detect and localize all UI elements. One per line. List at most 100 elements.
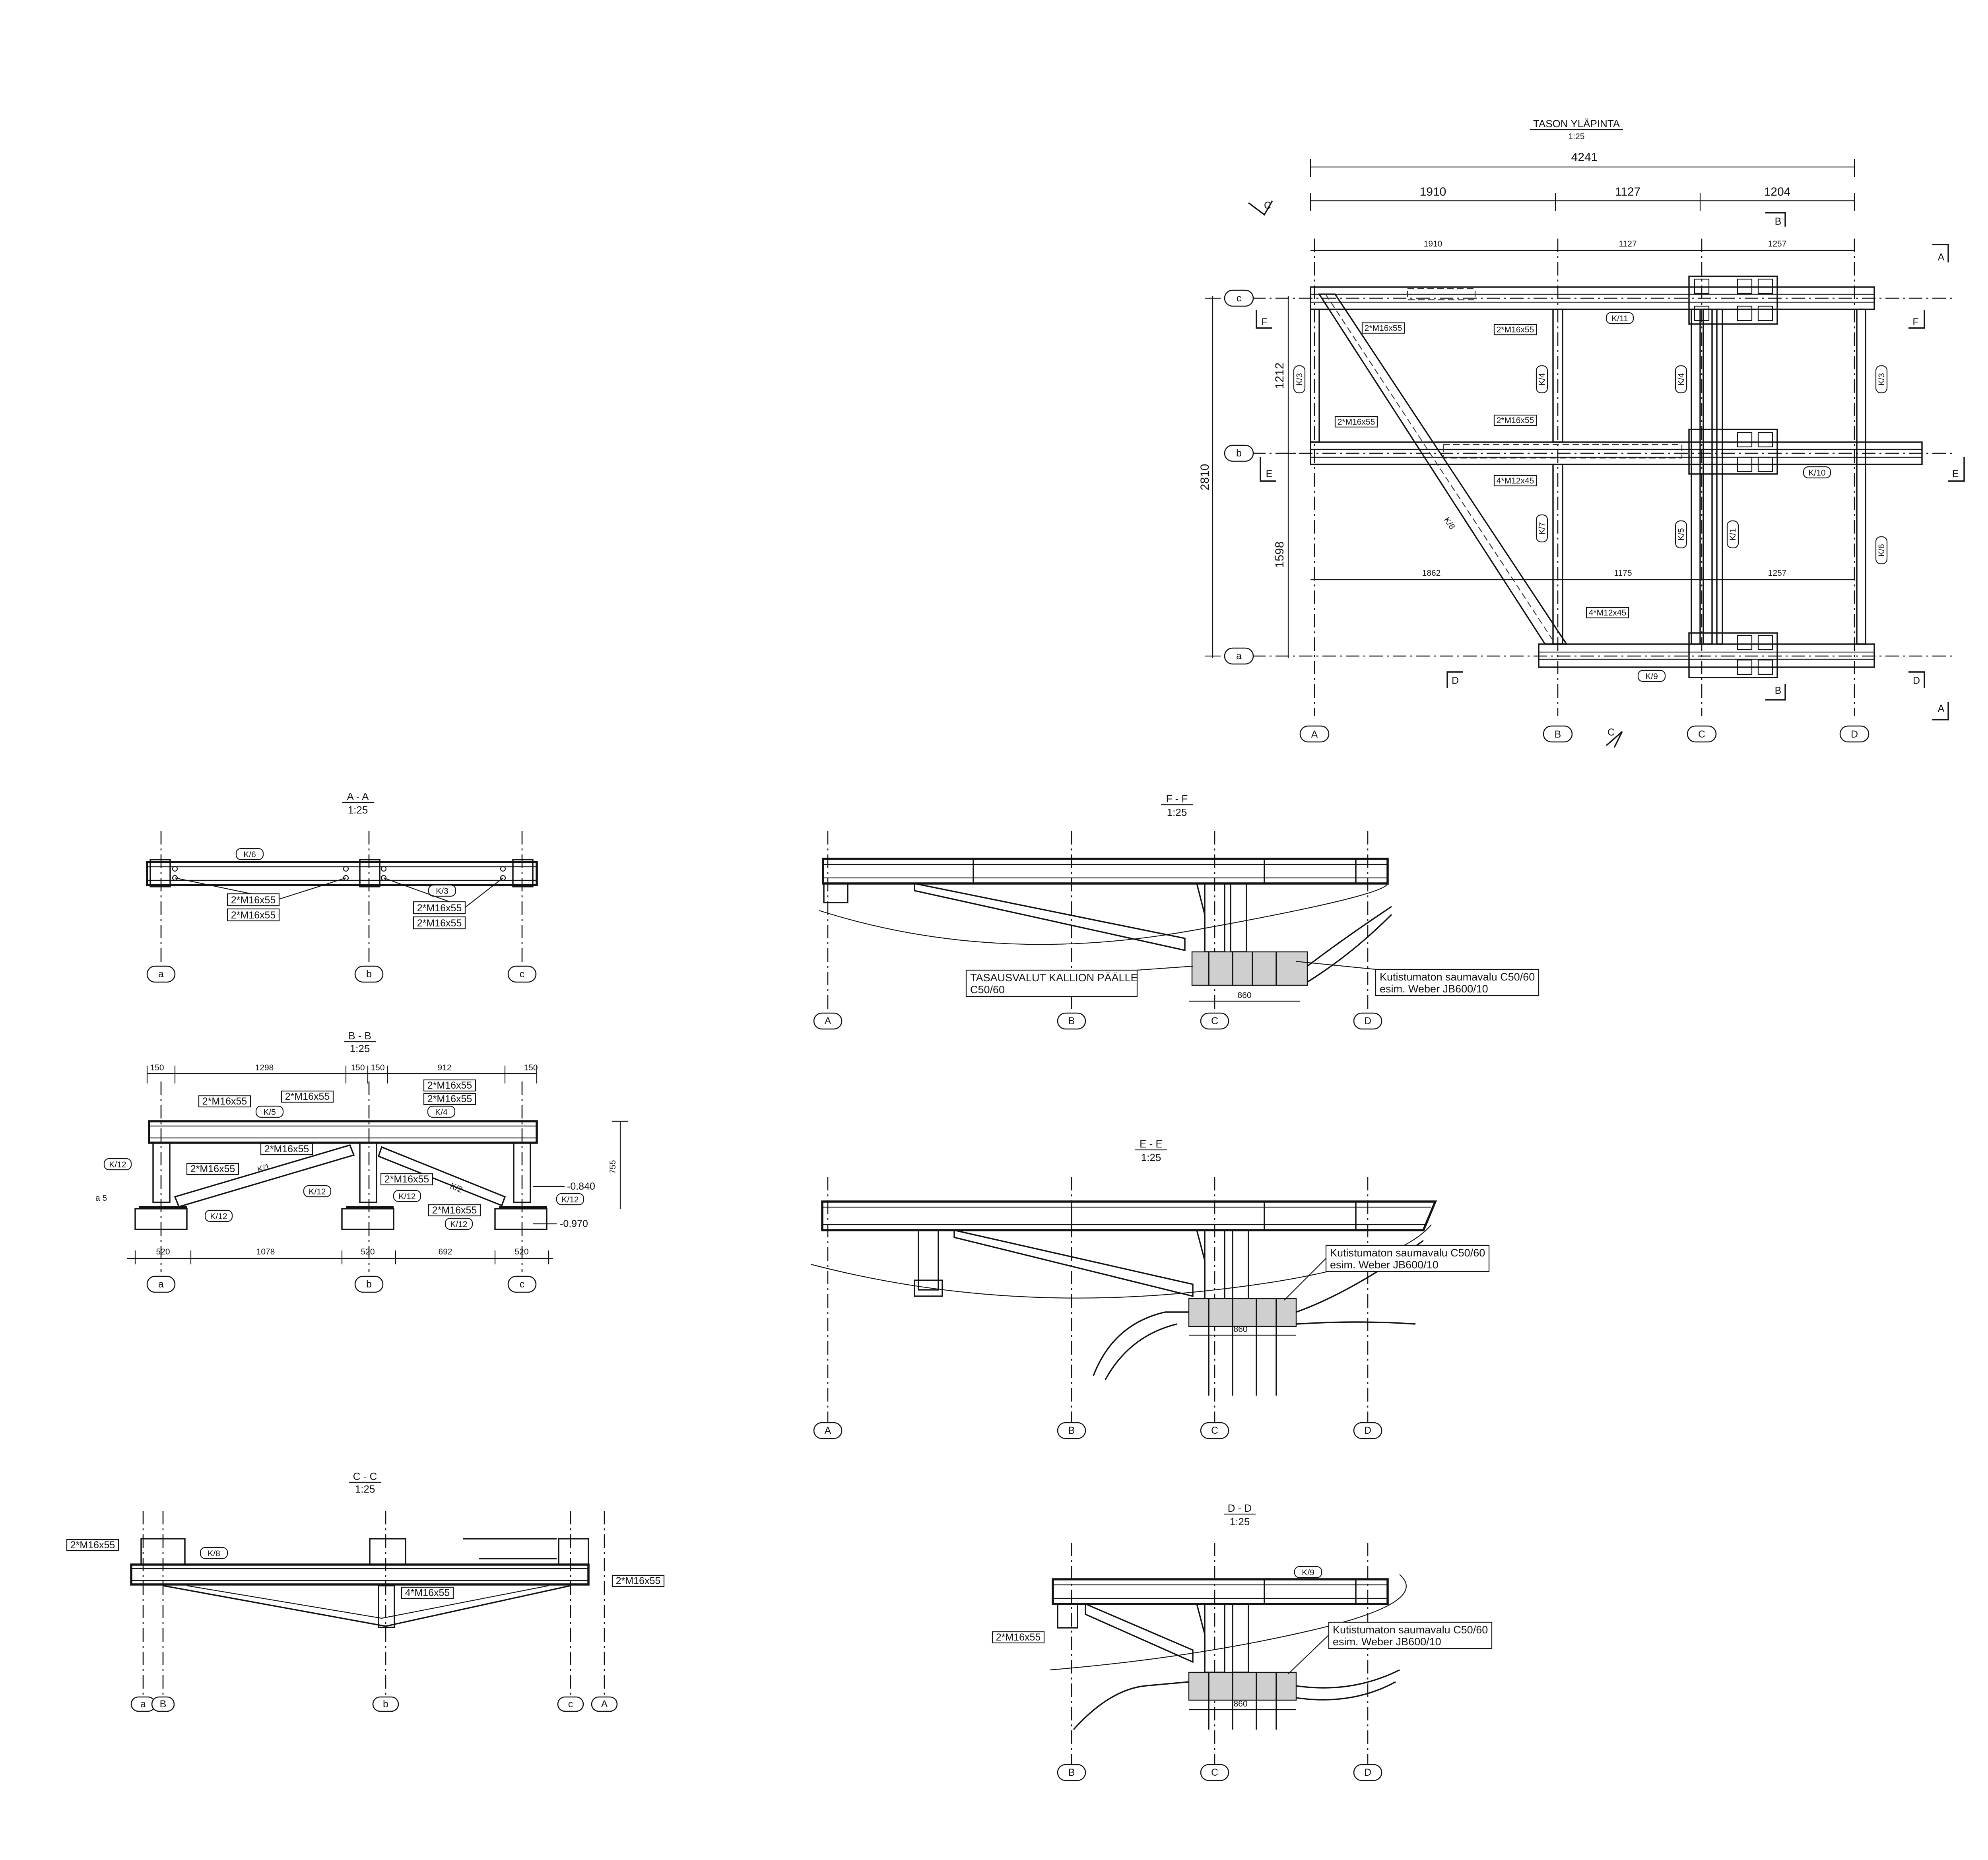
bb-dim-bottom-5: 520 (514, 1247, 528, 1256)
tag-k11: K/11 (1611, 314, 1628, 323)
bb-bolt-note-8: 2*M16x55 (432, 1205, 477, 1216)
bb-bolt-note-4: 2*M16x55 (427, 1093, 472, 1105)
ff-dim: 860 (1237, 991, 1251, 1000)
cc-bolt-note-1: 2*M16x55 (70, 1540, 115, 1551)
section-mark-B-bottom: B (1775, 685, 1782, 696)
plan-bolt-plates (1688, 276, 1778, 678)
ee-grid-A: A (825, 1425, 831, 1436)
bb-dim-bottom-1: 520 (156, 1247, 170, 1256)
section-mark-A-bottom: A (1938, 703, 1945, 714)
dd-note-1: Kutistumaton saumavalu C50/60 (1333, 1624, 1488, 1636)
bb-tag-k4: K/4 (435, 1108, 448, 1117)
aa-grid-c: c (520, 969, 525, 980)
section-mark-C-bottom: C (1607, 727, 1615, 738)
plan-dim-vertical-total: 2810 (1198, 464, 1211, 491)
bb-dim-top-3: 150 (351, 1063, 365, 1072)
section-ff-title: F - F (1166, 793, 1188, 805)
bb-dim-top-1: 150 (150, 1063, 164, 1072)
cc-bolt-note-3: 2*M16x55 (616, 1575, 661, 1586)
cc-grid-b: b (383, 1699, 388, 1710)
section-mark-F-right: F (1912, 316, 1918, 328)
bb-bolt-note-3: 2*M16x55 (427, 1080, 472, 1091)
plan-inner-dim-1: 1910 (1424, 239, 1442, 249)
section-aa-title: A - A (347, 790, 369, 802)
section-dd: D - D 1:25 860 K/9 2*M16x55 Kutistumaton… (992, 1502, 1493, 1781)
section-ee-title: E - E (1140, 1138, 1163, 1150)
plan-bolt-note-3: 2*M16x55 (1338, 417, 1375, 427)
bb-dim-height: 755 (608, 1160, 617, 1174)
bb-bolt-note-7: 2*M16x55 (384, 1174, 429, 1185)
bb-grid-a: a (158, 1279, 164, 1290)
bb-weld-note: a 5 (95, 1194, 107, 1203)
bb-bolt-note-2: 2*M16x55 (285, 1091, 330, 1102)
section-aa: A - A 1:25 K/6 K/3 2*M16x55 2*M16x55 2*M… (146, 790, 538, 983)
section-mark-D-left: D (1452, 675, 1459, 686)
section-mark-F-left: F (1261, 316, 1267, 328)
section-cc-scale: 1:25 (355, 1483, 375, 1495)
bb-tag-k12-4: K/12 (398, 1192, 415, 1201)
cc-grid-A: A (601, 1699, 608, 1710)
bb-tag-k2: K/2 (449, 1181, 464, 1194)
section-bb: B - B 1:25 150 1298 150 150 912 150 755 … (95, 1030, 628, 1293)
tag-k8: K/8 (1442, 516, 1457, 531)
plan-inner-dim-2: 1127 (1619, 239, 1637, 249)
dd-tag-k9: K/9 (1302, 1568, 1314, 1577)
plan-dim-total: 4241 (1571, 151, 1598, 164)
section-cc: C - C 1:25 K/8 2*M16x55 4*M16x55 2*M16x5… (66, 1470, 665, 1712)
dd-grid-C: C (1211, 1767, 1218, 1778)
tag-k4-b: K/4 (1538, 373, 1547, 386)
plan-dim-1: 1910 (1420, 185, 1446, 198)
section-cc-title: C - C (353, 1470, 377, 1482)
bb-tag-k5: K/5 (263, 1108, 276, 1117)
plan-grid-c: c (1237, 293, 1242, 304)
ff-note-right-2: esim. Weber JB600/10 (1380, 983, 1488, 995)
aa-grid-b: b (366, 969, 372, 980)
aa-bolt-note-3: 2*M16x55 (417, 903, 462, 914)
cc-grid-B: B (160, 1699, 167, 1710)
cc-grid-a: a (140, 1699, 146, 1710)
tag-k6: K/6 (1877, 544, 1886, 557)
aa-tag-k3: K/3 (436, 887, 448, 896)
dd-bolt-note: 2*M16x55 (996, 1632, 1041, 1643)
plan-bolt-notes: 2*M16x55 2*M16x55 2*M16x55 2*M16x55 4*M1… (1334, 322, 1629, 619)
section-ee: E - E 1:25 860 Kutistumaton saumavalu C5… (811, 1138, 1490, 1439)
aa-tag-k6: K/6 (243, 850, 256, 859)
plan-grid-a: a (1236, 650, 1242, 662)
plan-scale: 1:25 (1569, 132, 1585, 141)
section-ff-scale: 1:25 (1167, 806, 1187, 818)
bb-dim-top-4: 150 (371, 1063, 384, 1072)
ee-grid-C: C (1211, 1425, 1218, 1436)
plan-member-tags: K/11 K/10 K/9 K/3 K/4 K/4 K/3 K/7 K/5 K/… (1293, 312, 1888, 682)
plan-bolt-note-2: 2*M16x55 (1497, 325, 1534, 334)
ee-grid-B: B (1068, 1425, 1075, 1436)
section-bb-title: B - B (348, 1030, 371, 1042)
ff-note-left-2: C50/60 (970, 984, 1005, 996)
section-mark-A-top: A (1938, 252, 1945, 263)
dd-grid-D: D (1364, 1767, 1371, 1778)
plan-grid-bubbles: A B C D c b a (1224, 289, 1870, 743)
ff-grid-C: C (1211, 1015, 1218, 1027)
dd-note-2: esim. Weber JB600/10 (1333, 1636, 1441, 1648)
plan-dim-2: 1127 (1615, 185, 1641, 198)
bb-dim-bottom-4: 692 (438, 1247, 452, 1256)
plan-grid-A: A (1311, 729, 1318, 740)
section-bb-scale: 1:25 (350, 1043, 370, 1054)
plan-dim-3: 1204 (1764, 185, 1791, 198)
bb-elev-2: -0.970 (560, 1218, 588, 1229)
tag-k9: K/9 (1645, 672, 1658, 681)
plan-inner-dim-6: 1257 (1768, 569, 1787, 578)
ee-grid-D: D (1364, 1425, 1371, 1436)
bb-dim-top-5: 912 (437, 1063, 451, 1072)
section-ee-scale: 1:25 (1141, 1151, 1161, 1163)
tag-k3-right: K/3 (1877, 373, 1886, 386)
bb-dim-top-2: 1298 (255, 1063, 274, 1072)
dd-dim: 860 (1233, 1699, 1247, 1709)
ff-grid-D: D (1364, 1015, 1371, 1027)
ee-dim: 860 (1233, 1325, 1247, 1334)
cc-grid-c: c (568, 1699, 573, 1710)
cc-bolt-note-2: 4*M16x55 (405, 1587, 450, 1598)
ff-note-left-1: TASAUSVALUT KALLION PÄÄLLE (970, 972, 1138, 984)
bb-tag-k12-2: K/12 (210, 1212, 227, 1221)
tag-k1: K/1 (1728, 528, 1738, 541)
